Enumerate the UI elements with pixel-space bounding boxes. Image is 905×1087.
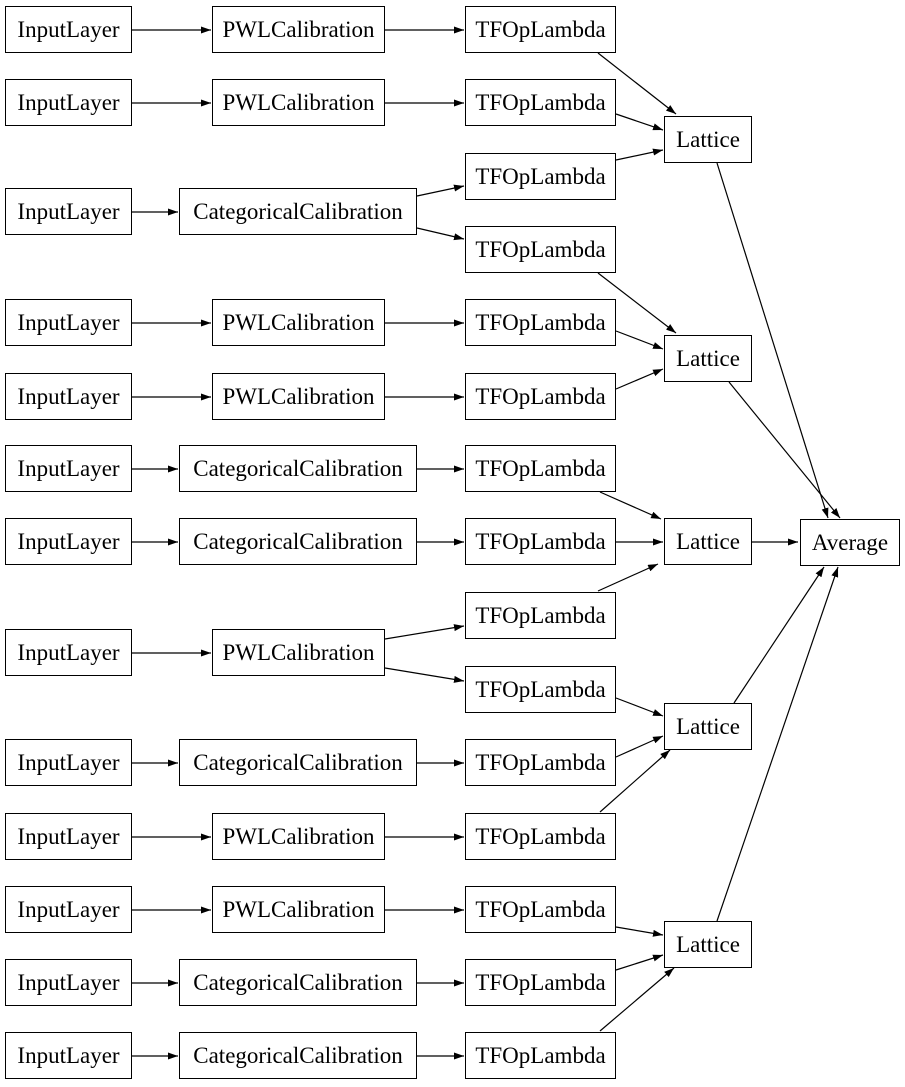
edge-t10-l4 [615,697,664,717]
node-in4-inputlayer: InputLayer [5,299,132,346]
edge-t15-l5 [599,967,675,1032]
node-in9-inputlayer: InputLayer [5,739,132,786]
node-t3-tfoplambda: TFOpLambda [465,153,616,200]
edge-t3-l1 [615,148,664,161]
node-t12-tfoplambda: TFOpLambda [465,813,616,860]
node-t7-tfoplambda: TFOpLambda [465,445,616,492]
node-c8-pwlcalibration: PWLCalibration [212,629,385,676]
edge-t6-l2 [615,368,664,390]
node-in12-inputlayer: InputLayer [5,959,132,1006]
node-in13-inputlayer: InputLayer [5,1032,132,1079]
node-c12-categoricalcalibration: CategoricalCalibration [179,959,417,1006]
edge-c8-t9 [384,624,465,640]
node-in1-inputlayer: InputLayer [5,6,132,53]
edge-t4-l2 [597,272,677,334]
edge-t2-l1 [615,113,664,131]
edge-t5-l2 [615,330,664,350]
node-in6-inputlayer: InputLayer [5,445,132,492]
node-t4-tfoplambda: TFOpLambda [465,226,616,273]
node-l5-lattice: Lattice [664,921,752,968]
node-c4-pwlcalibration: PWLCalibration [212,299,385,346]
edge-l5-avg [716,566,839,922]
edge-c8-t10 [384,667,465,683]
node-c5-pwlcalibration: PWLCalibration [212,373,385,420]
node-t9-tfoplambda: TFOpLambda [465,592,616,639]
node-c10-pwlcalibration: PWLCalibration [212,813,385,860]
node-t13-tfoplambda: TFOpLambda [465,886,616,933]
edge-l4-avg [733,566,825,704]
edge-t13-l5 [615,926,664,937]
edge-t1-l1 [597,52,677,115]
node-in10-inputlayer: InputLayer [5,813,132,860]
node-in7-inputlayer: InputLayer [5,518,132,565]
edge-t14-l5 [615,954,664,971]
node-c9-categoricalcalibration: CategoricalCalibration [179,739,417,786]
node-t8-tfoplambda: TFOpLambda [465,518,616,565]
edge-l2-avg [728,381,841,519]
edge-l1-avg [716,162,829,519]
node-t5-tfoplambda: TFOpLambda [465,299,616,346]
node-in2-inputlayer: InputLayer [5,79,132,126]
edge-t9-l3 [597,563,659,592]
node-t1-tfoplambda: TFOpLambda [465,6,616,53]
node-t6-tfoplambda: TFOpLambda [465,373,616,420]
node-l4-lattice: Lattice [664,703,752,750]
node-l1-lattice: Lattice [664,116,752,163]
node-in11-inputlayer: InputLayer [5,886,132,933]
node-l2-lattice: Lattice [664,335,752,382]
edge-c3-t4 [416,227,465,241]
node-c3-categoricalcalibration: CategoricalCalibration [179,188,417,235]
node-c11-pwlcalibration: PWLCalibration [212,886,385,933]
node-t15-tfoplambda: TFOpLambda [465,1032,616,1079]
node-c1-pwlcalibration: PWLCalibration [212,6,385,53]
node-c7-categoricalcalibration: CategoricalCalibration [179,518,417,565]
node-t11-tfoplambda: TFOpLambda [465,739,616,786]
node-c2-pwlcalibration: PWLCalibration [212,79,385,126]
node-c13-categoricalcalibration: CategoricalCalibration [179,1032,417,1079]
node-t2-tfoplambda: TFOpLambda [465,79,616,126]
node-in8-inputlayer: InputLayer [5,629,132,676]
node-l3-lattice: Lattice [664,518,752,565]
edge-t11-l4 [615,735,664,758]
edge-c3-t3 [416,184,465,197]
edge-t7-l3 [599,491,662,520]
node-avg-average: Average [800,519,900,566]
node-t10-tfoplambda: TFOpLambda [465,666,616,713]
edge-t12-l4 [599,749,671,813]
node-in3-inputlayer: InputLayer [5,188,132,235]
node-c6-categoricalcalibration: CategoricalCalibration [179,445,417,492]
node-in5-inputlayer: InputLayer [5,373,132,420]
node-t14-tfoplambda: TFOpLambda [465,959,616,1006]
